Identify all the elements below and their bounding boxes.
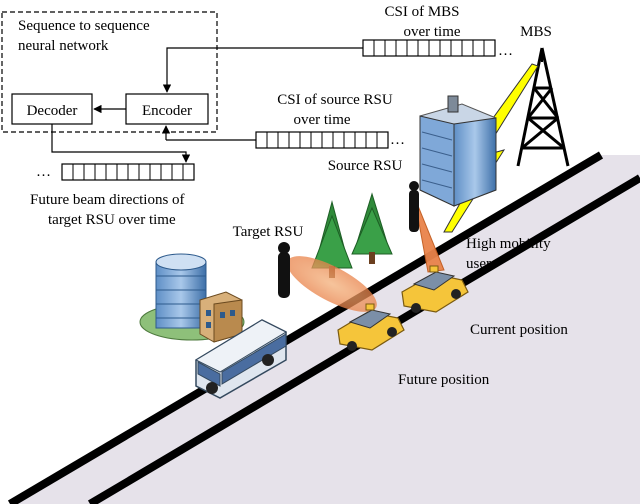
future-beam-ellipsis: … bbox=[36, 164, 51, 180]
future-position-label: Future position bbox=[398, 372, 490, 388]
seq2seq-title-line1: Sequence to sequence bbox=[18, 18, 150, 34]
tree-1 bbox=[311, 200, 353, 278]
high-mobility-label-line2: users bbox=[466, 256, 497, 272]
mbs-tower: MBS bbox=[516, 24, 570, 167]
csi-mbs-sequence: CSI of MBS over time … bbox=[162, 4, 513, 93]
csi-mbs-label-line1: CSI of MBS bbox=[384, 4, 459, 20]
mbs-label: MBS bbox=[520, 24, 552, 40]
target-rsu-label: Target RSU bbox=[233, 224, 304, 240]
seq2seq-title-line2: neural network bbox=[18, 38, 109, 54]
trees bbox=[311, 192, 393, 278]
csi-source-strip bbox=[255, 131, 389, 149]
source-rsu-building: Source RSU bbox=[328, 95, 497, 207]
road bbox=[7, 151, 640, 504]
decoder-label: Decoder bbox=[27, 103, 78, 119]
future-beam-label-line2: target RSU over time bbox=[48, 212, 176, 228]
csi-mbs-label-line2: over time bbox=[403, 24, 460, 40]
source-rsu-label: Source RSU bbox=[328, 158, 403, 174]
target-rsu: Target RSU bbox=[233, 224, 377, 312]
bus bbox=[194, 319, 288, 399]
csi-mbs-ellipsis: … bbox=[498, 43, 513, 59]
current-position-label: Current position bbox=[470, 322, 568, 338]
office-building bbox=[139, 253, 245, 343]
taxi-future bbox=[337, 303, 405, 351]
tree-2 bbox=[351, 192, 393, 264]
future-beam-sequence: … Future beam directions of target RSU o… bbox=[30, 124, 195, 228]
seq2seq-box: Sequence to sequence neural network Deco… bbox=[1, 11, 218, 133]
encoder-block bbox=[125, 93, 209, 125]
csi-mbs-strip bbox=[362, 39, 496, 57]
csi-source-label-line2: over time bbox=[293, 112, 350, 128]
high-mobility-label-line1: High mobility bbox=[466, 236, 551, 252]
taxi-current bbox=[401, 265, 469, 313]
future-beam-strip bbox=[61, 163, 195, 181]
decoder-block bbox=[11, 93, 93, 125]
csi-source-sequence: CSI of source RSU over time … bbox=[161, 92, 405, 149]
csi-source-ellipsis: … bbox=[390, 132, 405, 148]
future-beam-label-line1: Future beam directions of bbox=[30, 192, 185, 208]
encoder-label: Encoder bbox=[142, 103, 192, 119]
csi-source-label-line1: CSI of source RSU bbox=[277, 92, 393, 108]
